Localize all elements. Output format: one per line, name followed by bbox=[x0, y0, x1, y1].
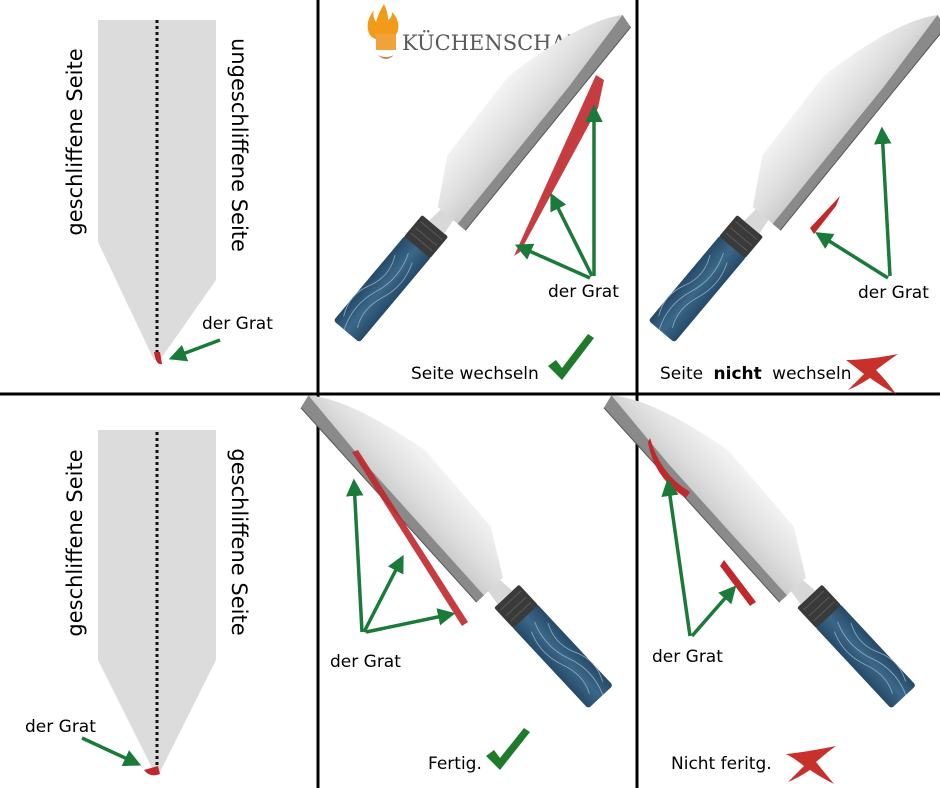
burr-label: der Grat bbox=[548, 282, 619, 302]
panel-bottom-good: der Grat Fertig. bbox=[294, 362, 631, 774]
burr-mark bbox=[144, 766, 160, 776]
panel-bottom-bad: der Grat Nicht feritg. bbox=[597, 362, 934, 784]
right-side-label: geschliffene Seite bbox=[227, 448, 251, 635]
burr-arrow-2 bbox=[550, 192, 594, 277]
caption: Nicht feritg. bbox=[671, 754, 772, 774]
burr-arrow-2 bbox=[362, 554, 404, 633]
burr-edge bbox=[810, 196, 840, 234]
burr-arrow bbox=[168, 338, 221, 362]
left-side-label: geschliffene Seite bbox=[63, 449, 87, 636]
caption: Seite wechseln bbox=[411, 364, 539, 384]
burr-arrow-1 bbox=[661, 478, 692, 637]
cross-icon bbox=[786, 746, 836, 784]
burr-label: der Grat bbox=[652, 647, 723, 667]
burr-arrow-2 bbox=[815, 232, 889, 280]
burr-arrow-2 bbox=[690, 585, 737, 638]
chef-flame-mustache-logo bbox=[367, 4, 399, 59]
panel-bottom-profile: geschliffene Seite geschliffene Seite de… bbox=[25, 430, 251, 776]
burr-arrow-1 bbox=[874, 126, 892, 277]
burr-edge bbox=[648, 438, 690, 498]
panel-top-profile: geschliffene Seite ungeschliffene Seite … bbox=[63, 20, 273, 365]
left-side-label: geschliffene Seite bbox=[63, 48, 87, 235]
checkmark-icon bbox=[548, 334, 594, 380]
burr-mark bbox=[154, 352, 162, 365]
burr-label: der Grat bbox=[858, 283, 929, 303]
burr-arrow-3 bbox=[365, 608, 456, 634]
panel-top-good: der Grat Seite wechseln bbox=[315, 0, 637, 384]
cross-icon bbox=[846, 354, 898, 394]
panel-top-bad: der Grat Seite nicht wechseln bbox=[630, 0, 940, 394]
burr-arrow-1 bbox=[346, 478, 364, 633]
burr-edge bbox=[514, 75, 604, 256]
caption: Fertig. bbox=[428, 754, 482, 774]
burr-label: der Grat bbox=[25, 717, 96, 737]
checkmark-icon bbox=[486, 728, 530, 770]
burr-edge bbox=[352, 450, 468, 626]
caption: Seite nicht wechseln bbox=[660, 364, 851, 384]
burr-arrow-3 bbox=[514, 243, 591, 280]
burr-label: der Grat bbox=[202, 314, 273, 334]
knife-illustration bbox=[597, 362, 934, 716]
burr-edge bbox=[720, 560, 756, 606]
right-side-label: ungeschliffene Seite bbox=[227, 38, 251, 252]
burr-arrow bbox=[81, 736, 142, 767]
burr-label: der Grat bbox=[330, 652, 401, 672]
